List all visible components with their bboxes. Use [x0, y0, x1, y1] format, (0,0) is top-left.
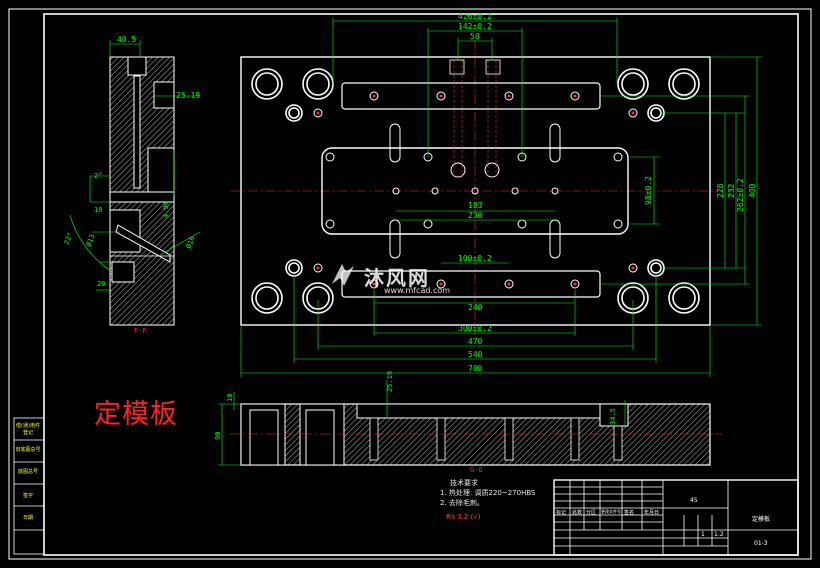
section-label-g: G-G	[470, 466, 483, 474]
dim-400: 400	[748, 183, 757, 198]
tb-part-name: 定模板	[752, 516, 771, 523]
drawing-title: 定模板	[94, 399, 178, 430]
tech-heading: 技术要求	[450, 479, 478, 487]
inner-frame	[43, 13, 799, 556]
plan-dimension-lines	[240, 18, 762, 377]
tb-label-4: 更改文件号	[601, 509, 621, 514]
dim-100: 100±0.2	[458, 254, 492, 263]
dim-g-25-19: 25.19	[386, 371, 394, 392]
section-label-f: F-F	[134, 327, 147, 335]
watermark-name: 沐风网	[364, 266, 430, 290]
left-column	[13, 417, 45, 555]
tb-label-5: 签名	[624, 510, 635, 516]
dim-236: 236	[468, 211, 483, 220]
left-label-1: 借(通)用件登记	[16, 423, 40, 436]
tb-material: 45	[690, 497, 698, 504]
title-block	[553, 479, 799, 556]
tb-count: 1	[701, 531, 705, 538]
dim-25-19-left: 25.19	[176, 91, 200, 100]
dim-g-90: 90	[214, 432, 222, 440]
dim-d13: Ø13	[85, 233, 97, 248]
dim-40-5: 40.5	[117, 35, 136, 44]
dim-20: 20	[97, 280, 105, 288]
section-f-f	[69, 40, 201, 326]
dim-232: 232	[727, 183, 736, 198]
left-label-4: 签字	[22, 493, 33, 499]
dim-470: 470	[468, 337, 483, 346]
left-label-3: 底图总号	[17, 469, 38, 475]
dim-98: 98±0.2	[644, 176, 653, 205]
dim-2deg: 2°	[94, 172, 102, 180]
dim-4-94: 4.94	[162, 201, 170, 218]
roughness-symbol: Ra 3.2 (√)	[446, 513, 481, 521]
dim-g-10: 10	[226, 394, 234, 402]
dim-g-34-5: 34.5	[609, 408, 617, 425]
dim-228: 228	[716, 183, 725, 198]
dim-10-left: 10	[94, 206, 102, 214]
section-g-g-dims	[218, 380, 626, 466]
left-label-5: 日期	[22, 515, 33, 521]
outer-frame	[8, 8, 812, 560]
tb-label-2: 处数	[572, 510, 583, 516]
tb-label-1: 标记	[556, 510, 567, 516]
dim-540: 540	[468, 350, 483, 359]
watermark: 沐风网 www.mfcad.com	[330, 262, 450, 295]
dim-142: 142±0.2	[458, 22, 492, 31]
tech-requirements: 技术要求 1. 热处理: 调质220~270HBS 2. 去除毛刺。 Ra 3.…	[440, 478, 535, 522]
dim-300: 300±0.2	[458, 324, 492, 333]
watermark-url: www.mfcad.com	[384, 286, 451, 295]
tb-label-3: 分区	[586, 510, 597, 516]
dim-262: 262±0.2	[736, 178, 745, 212]
dim-240: 240	[468, 303, 483, 312]
dim-d16: Ø16	[185, 235, 197, 250]
dim-700: 700	[468, 364, 483, 373]
tech-line-1: 1. 热处理: 调质220~270HBS	[440, 489, 536, 497]
tech-line-2: 2. 去除毛刺。	[440, 499, 484, 507]
tb-drawing-no: 01-3	[754, 540, 768, 547]
tb-scale: 1:2	[714, 531, 724, 538]
tb-label-6: 年月日	[644, 510, 660, 516]
left-label-2: 旧底图总号	[15, 447, 41, 453]
section-g-g	[230, 403, 722, 466]
dim-50: 50	[470, 32, 480, 41]
plan-view	[230, 40, 722, 335]
watermark-logo-icon	[332, 264, 354, 286]
dim-183: 183	[468, 201, 483, 210]
dim-426: 426±0.2	[458, 12, 492, 21]
dim-22deg: 22°	[63, 231, 75, 246]
